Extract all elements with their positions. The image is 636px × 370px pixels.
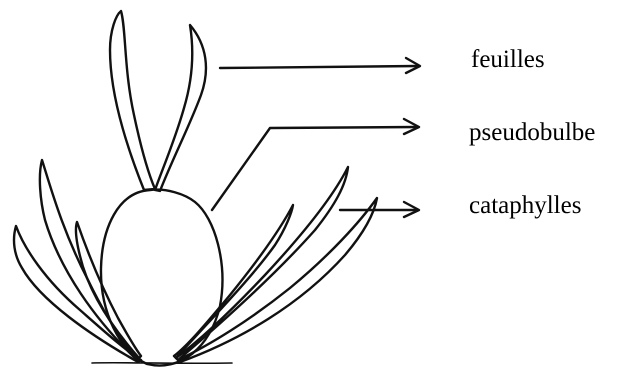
leaves-group — [110, 11, 206, 191]
annotation-arrows — [212, 58, 420, 217]
left-leaf — [110, 11, 155, 190]
arrow-to-leaves — [220, 66, 418, 68]
left-cataphyll-inner — [76, 222, 141, 358]
right-cataphylls — [174, 167, 377, 362]
left-cataphyll-middle — [40, 160, 138, 360]
right-leaf — [155, 25, 206, 191]
right-cataphyll-inner — [174, 205, 293, 358]
arrow-to-pseudobulb — [212, 127, 417, 210]
ground-line — [92, 363, 232, 364]
left-cataphylls — [14, 160, 141, 362]
label-cataphylls: cataphylles — [469, 193, 581, 218]
label-leaves: feuilles — [471, 47, 545, 72]
pseudobulb-shape — [101, 190, 222, 366]
label-pseudobulb: pseudobulbe — [469, 120, 595, 145]
